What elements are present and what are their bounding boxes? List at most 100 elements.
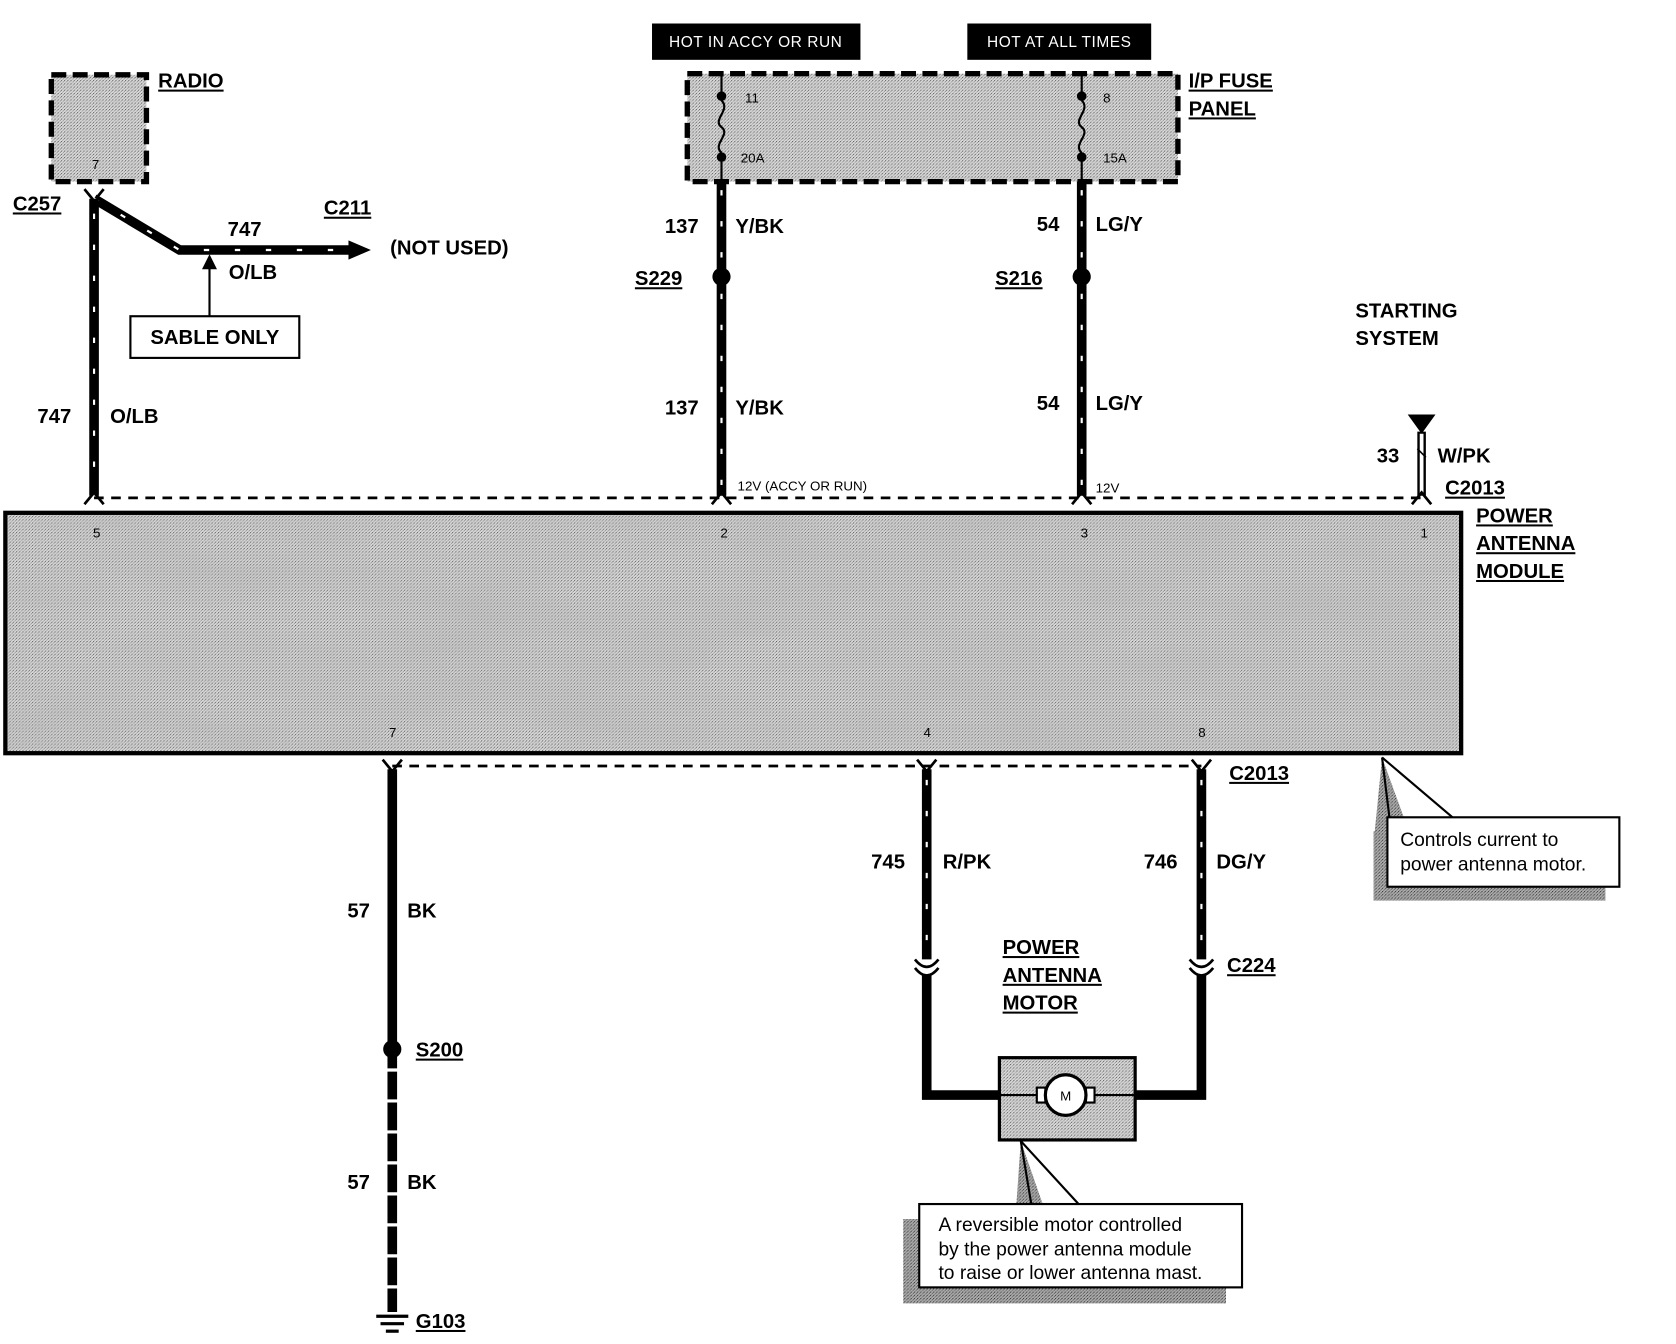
fuse-11-rating: 20A [741,150,765,165]
wire-54-circuit-upper: 54 [1037,214,1060,236]
wire-54: 54 LG/Y S216 54 LG/Y 12V [995,181,1144,506]
wire-137: 137 Y/BK S229 137 Y/BK 12V (ACCY OR RUN) [635,181,868,506]
motor-callout-line-1: A reversible motor controlled [938,1215,1182,1236]
wire-747-circuit: 747 [37,406,71,428]
sable-only-arrow-icon [202,254,217,270]
wire-747-connector-symbol [83,490,105,506]
wire-54-circuit-lower: 54 [1037,393,1060,415]
motor-symbol: M [1060,1088,1071,1103]
splice-s229 [712,267,731,286]
wire-33-connector-symbol [1410,490,1433,506]
connector-c224-left-symbol [913,958,940,977]
hot-at-all-times-label: HOT AT ALL TIMES [967,23,1152,60]
wire-137-voltage: 12V (ACCY OR RUN) [738,478,868,493]
module-callout-leader [1381,756,1455,820]
wire-33-color: W/PK [1438,446,1491,468]
radio-pin: 7 [92,157,99,172]
module-callout-line-2: power antenna motor. [1400,855,1586,876]
wire-746-color: DG/Y [1216,852,1266,874]
motor-callout: A reversible motor controlled by the pow… [903,1140,1244,1304]
motor-title-1: POWER [1003,937,1080,959]
splice-s200 [383,1040,402,1059]
wire-745-circuit: 745 [871,852,905,874]
radio-box [48,72,150,185]
module-title-3: MODULE [1476,561,1564,583]
wire-747-branch-circuit: 747 [228,219,262,241]
motor-title-2: ANTENNA [1003,965,1103,987]
wire-747-branch-line [91,194,353,255]
module-callout: Controls current to power antenna motor. [1373,756,1621,901]
module-callout-line-1: Controls current to [1400,830,1558,851]
wire-57-circuit-lower: 57 [347,1172,370,1194]
motor-callout-line-3: to raise or lower antenna mast. [938,1263,1202,1284]
module-pin-3: 3 [1081,525,1088,540]
wire-54-color-lower: LG/Y [1096,393,1144,415]
motor-title-3: MOTOR [1003,993,1079,1015]
wire-33-source-arrow-icon [1407,414,1436,434]
wire-57-circuit-upper: 57 [347,901,370,923]
ip-fuse-panel-title-2: PANEL [1189,98,1256,120]
module-pin-4: 4 [924,725,932,740]
module-pin-7: 7 [389,725,396,740]
connector-c257-label: C257 [13,193,62,215]
wire-33: 33 W/PK C2013 [1377,414,1505,506]
starting-system-line-1: STARTING [1355,300,1457,322]
hot-in-accy-or-run-text: HOT IN ACCY OR RUN [669,34,842,51]
splice-s216 [1072,267,1091,286]
module-title-1: POWER [1476,505,1553,527]
ip-fuse-panel-box [684,71,1181,185]
module-title-2: ANTENNA [1476,533,1576,555]
module-pin-1: 1 [1421,525,1428,540]
ground-icon [376,1314,409,1333]
not-used-note: (NOT USED) [390,237,508,259]
starting-system-line-2: SYSTEM [1355,328,1438,350]
c211-arrow-icon [348,240,371,260]
connector-c224-right-symbol [1188,958,1215,977]
wire-137-connector-symbol [710,490,733,506]
wire-745: 745 R/PK [871,758,1000,1100]
wire-746: 746 DG/Y C224 [1135,758,1276,1100]
ip-fuse-panel: I/P FUSE PANEL 11 20A 8 15A [684,71,1273,185]
wire-137-circuit-lower: 137 [665,398,699,420]
connector-c211-label: C211 [324,198,371,220]
wire-54-connector-symbol [1071,490,1093,506]
ground-g103-label: G103 [416,1311,466,1333]
module-pin-2: 2 [720,525,727,540]
module-callout-box [1386,816,1621,888]
ip-fuse-panel-title-1: I/P FUSE [1189,71,1273,93]
wire-57-color-lower: BK [407,1172,437,1194]
connector-c224-label: C224 [1227,955,1276,977]
motor-callout-leader [1019,1140,1081,1206]
radio-title: RADIO [158,71,223,93]
module-pin-5: 5 [93,525,100,540]
power-antenna-motor: POWER ANTENNA MOTOR M [997,937,1137,1142]
fuse-11: 11 20A [716,73,765,182]
connector-c2013-top-label: C2013 [1445,478,1505,500]
motor-icon [1043,1073,1088,1117]
splice-s200-label: S200 [416,1040,463,1062]
starting-system-label: STARTING SYSTEM [1355,300,1457,350]
fuse-11-number: 11 [745,91,759,106]
wire-745-color: R/PK [943,852,992,874]
fuse-8-rating: 15A [1103,150,1127,165]
radio: RADIO 7 C257 [13,71,224,216]
module-pin-8: 8 [1198,725,1205,740]
wire-137-color-lower: Y/BK [735,398,784,420]
hot-at-all-times-text: HOT AT ALL TIMES [987,34,1132,51]
sable-only-text: SABLE ONLY [150,327,279,349]
wire-747-color: O/LB [110,406,158,428]
wire-747: 747 O/LB [37,198,159,506]
power-antenna-module: 5 2 3 1 7 4 8 POWER ANTENNA MODULE [3,505,1576,756]
wire-137-circuit-upper: 137 [665,216,699,238]
wire-746-motor-lead [1135,974,1207,1100]
splice-s229-label: S229 [635,268,682,290]
wire-57-color-upper: BK [407,901,437,923]
wire-747-branch-color: O/LB [229,262,277,284]
wire-57: 57 BK S200 57 BK G103 [347,758,466,1333]
wire-54-color-upper: LG/Y [1096,214,1144,236]
wire-747-branch: 747 O/LB C211 (NOT USED) SABLE ONLY [91,194,509,359]
wire-746-circuit: 746 [1144,852,1178,874]
wire-745-motor-lead [921,974,1000,1100]
hot-in-accy-or-run-label: HOT IN ACCY OR RUN [652,23,861,60]
